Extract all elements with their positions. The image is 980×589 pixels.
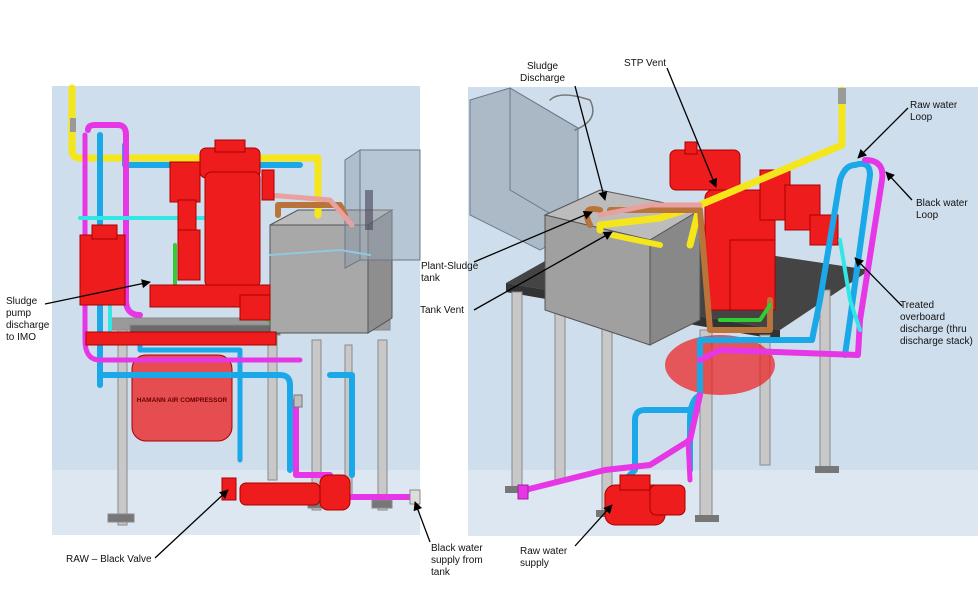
left-magenta-black-pipe-b: [82, 132, 303, 363]
right-green-pipe: [718, 303, 772, 322]
right-bottom-pump: [604, 474, 686, 526]
right-yellow-vent-pipe-b: [609, 232, 663, 248]
arrow-black-water-loop: [885, 171, 913, 201]
left-sludge-tank: [269, 209, 394, 334]
left-blue-raw-pipe-e: [327, 372, 355, 478]
left-magenta-black-pipe-c: [293, 397, 333, 478]
right-blue-raw-pipe-c: [842, 160, 873, 358]
right-magenta-black-pipe-b: [522, 392, 703, 493]
left-cyan-small-pipe: [269, 249, 371, 256]
right-control-box: [469, 87, 579, 251]
label-raw-water-supply: Raw water supply: [520, 546, 568, 569]
left-magenta-black-pipe-a: [85, 122, 143, 318]
callout-arrows: [44, 67, 913, 559]
arrow-black-water-supply: [413, 501, 431, 543]
left-view-panel: HAMANN AIR COMPRESSOR: [52, 84, 421, 535]
left-bottom-pump: [221, 474, 351, 511]
right-pink-pipe: [597, 202, 703, 218]
right-blue-raw-pipe-b: [622, 407, 693, 483]
left-frame: [107, 317, 393, 526]
left-pink-pipe: [265, 192, 355, 228]
right-red-drum: [665, 335, 775, 395]
label-treated-overboard-discharge: Treated overboard discharge (thru discha…: [900, 300, 973, 347]
arrow-plant-sludge-tank: [473, 211, 593, 263]
label-raw-water-loop: Raw water Loop: [910, 100, 958, 123]
right-pipes: [522, 86, 886, 493]
right-red-pump-assembly: [669, 141, 839, 311]
label-tank-vent: Tank Vent: [420, 305, 464, 316]
arrow-tank-vent: [473, 231, 613, 311]
label-raw-black-valve: RAW – Black Valve: [66, 554, 152, 565]
left-blue-raw-pipe-b: [97, 372, 293, 473]
air-compressor-tank: HAMANN AIR COMPRESSOR: [131, 354, 233, 442]
left-control-box: [344, 149, 421, 269]
label-black-water-loop: Black water Loop: [916, 198, 968, 221]
right-cable: [549, 94, 594, 131]
left-sludge-brown-pipe: [275, 202, 348, 218]
right-magenta-black-pipe-a: [697, 157, 886, 363]
right-view-panel: [468, 86, 978, 536]
arrow-treated-overboard: [854, 257, 903, 307]
left-red-pump-assembly: [79, 139, 277, 346]
right-cyan-pipe: [838, 238, 862, 332]
arrow-sludge-pump-discharge: [44, 279, 151, 305]
arrow-sludge-discharge: [574, 85, 608, 201]
arrow-stp-vent: [666, 67, 718, 188]
raw-black-valve-body: [221, 477, 237, 501]
label-sludge-discharge: Sludge Discharge: [520, 61, 566, 84]
right-magenta-black-pipe-c: [685, 437, 693, 483]
label-black-water-supply: Black water supply from tank: [431, 543, 483, 578]
label-sludge-pump-discharge: Sludge pump discharge to IMO: [6, 296, 50, 343]
label-stp-vent: STP Vent: [624, 58, 667, 69]
arrow-raw-black-valve: [154, 489, 229, 559]
arrow-raw-water-supply: [574, 504, 613, 547]
label-plant-sludge-tank: Plant-Sludge tank: [421, 261, 479, 284]
arrow-raw-water-loop: [857, 107, 909, 159]
compressor-label: HAMANN AIR COMPRESSOR: [137, 397, 228, 404]
